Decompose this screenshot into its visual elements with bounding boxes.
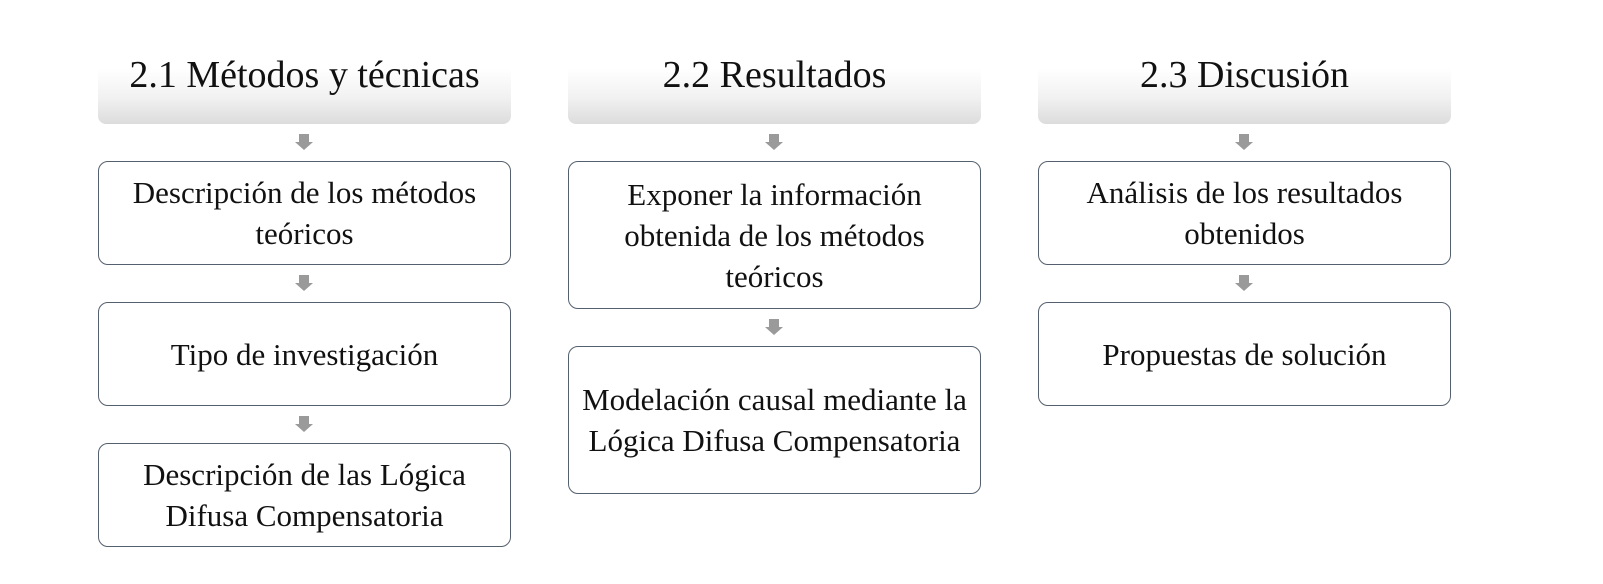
step-box: Análisis de los resultados obtenidos [1038, 161, 1451, 265]
step-box: Modelación causal mediante la Lógica Dif… [568, 346, 981, 494]
column-resultados: 2.2 Resultados Exponer la información ob… [568, 50, 981, 494]
step-box-label: Descripción de las Lógica Difusa Compens… [143, 457, 466, 533]
down-arrow-icon [98, 265, 511, 302]
down-arrow-icon [98, 124, 511, 161]
down-arrow-icon [1038, 124, 1451, 161]
down-arrow-icon [568, 309, 981, 346]
step-box: Propuestas de solución [1038, 302, 1451, 406]
step-box-label: Exponer la información obtenida de los m… [624, 176, 925, 294]
column-header: 2.2 Resultados [568, 50, 981, 124]
column-metodos-y-tecnicas: 2.1 Métodos y técnicas Descripción de lo… [98, 50, 511, 547]
step-box-label: Tipo de investigación [170, 336, 439, 372]
column-header: 2.3 Discusión [1038, 50, 1451, 124]
column-header-label: 2.2 Resultados [662, 54, 887, 96]
down-arrow-icon [98, 406, 511, 443]
step-box-label: Modelación causal mediante la Lógica Dif… [582, 382, 967, 458]
column-header: 2.1 Métodos y técnicas [98, 50, 511, 124]
down-arrow-icon [1038, 265, 1451, 302]
step-box: Descripción de los métodos teóricos [98, 161, 511, 265]
column-header-label: 2.3 Discusión [1140, 54, 1349, 96]
down-arrow-icon [568, 124, 981, 161]
step-box-label: Descripción de los métodos teóricos [132, 175, 477, 251]
step-box: Exponer la información obtenida de los m… [568, 161, 981, 309]
step-box: Tipo de investigación [98, 302, 511, 406]
column-discusion: 2.3 Discusión Análisis de los resultados… [1038, 50, 1451, 406]
step-box-label: Propuestas de solución [1102, 336, 1387, 372]
step-box: Descripción de las Lógica Difusa Compens… [98, 443, 511, 547]
step-box-label: Análisis de los resultados obtenidos [1086, 175, 1403, 251]
column-header-label: 2.1 Métodos y técnicas [129, 54, 480, 96]
